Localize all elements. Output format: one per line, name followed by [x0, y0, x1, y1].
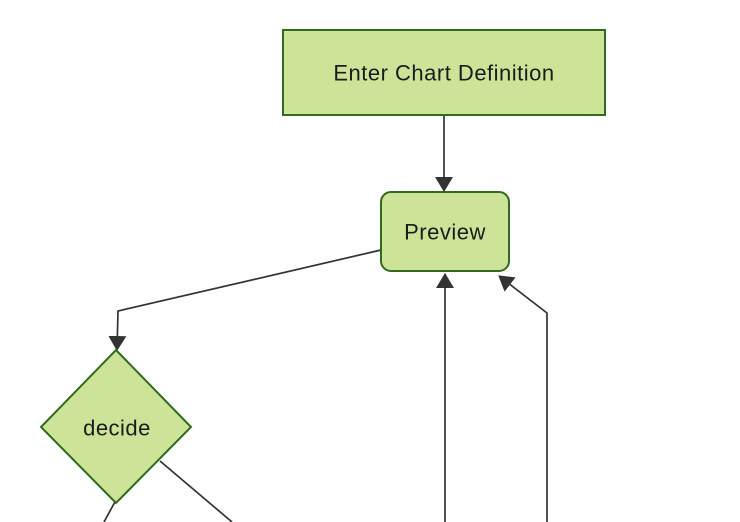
node-layer: Enter Chart Definition Preview decide: [39, 29, 606, 505]
edge-decide-to-offscreen-right: [159, 460, 233, 522]
node-decide-label: decide: [83, 416, 151, 441]
node-enter-chart-definition-shape: [282, 29, 606, 116]
edge-offscreen-right-to-preview: [498, 275, 548, 522]
node-enter-chart-definition-label: Enter Chart Definition: [333, 61, 554, 86]
node-preview-shape: [380, 191, 510, 272]
edge-preview-to-decide: [108, 249, 382, 351]
node-decide-shape: [39, 348, 193, 505]
node-enter-chart-definition: Enter Chart Definition: [282, 29, 606, 116]
node-preview-label: Preview: [404, 220, 486, 245]
edge-layer: [103, 115, 548, 522]
node-decide: decide: [39, 348, 193, 505]
edge-decide-to-offscreen-left: [103, 499, 117, 522]
node-preview: Preview: [380, 191, 510, 272]
